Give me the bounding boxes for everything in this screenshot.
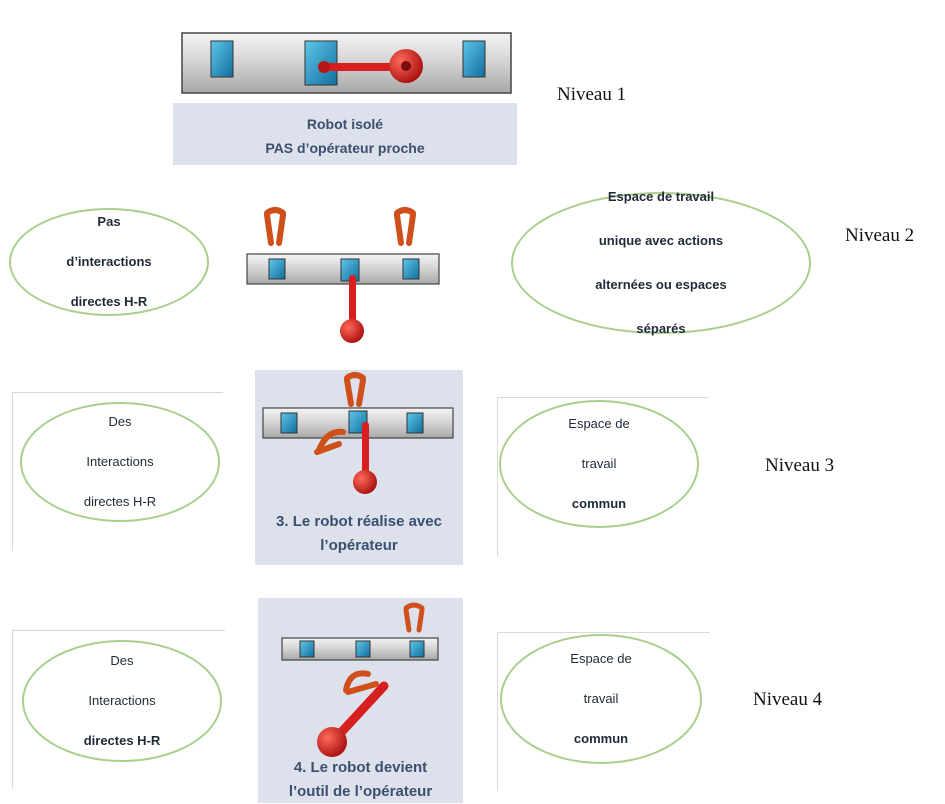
level4-right-frame bbox=[497, 632, 710, 791]
ellipse-line: Des bbox=[110, 653, 134, 668]
operator-hands-icon bbox=[394, 207, 416, 246]
station-icon bbox=[409, 640, 425, 658]
level4-caption: 4. Le robot devient l’outil de l’opérate… bbox=[288, 759, 433, 800]
ellipse-line: Espace de travail bbox=[607, 189, 715, 204]
robot-arm-icon bbox=[318, 49, 423, 83]
level3-right-frame bbox=[497, 397, 708, 556]
ellipse-line: Pas bbox=[97, 214, 121, 229]
workstation-bar-icon bbox=[181, 32, 512, 94]
level2-label: Niveau 2 bbox=[845, 225, 915, 246]
level4-left-ellipse: Des Interactions directes H-R bbox=[22, 640, 222, 762]
ellipse-line: Des bbox=[108, 414, 132, 429]
ellipse-line: Interactions bbox=[86, 454, 154, 469]
robot-arm-icon bbox=[317, 681, 389, 757]
level4-label: Niveau 4 bbox=[753, 689, 823, 710]
ellipse-line: unique avec actions bbox=[598, 233, 724, 248]
ellipse-line: commun bbox=[571, 496, 627, 511]
station-icon bbox=[462, 40, 486, 78]
level4-left-frame bbox=[12, 630, 225, 789]
level3-illustration bbox=[262, 372, 454, 494]
ellipse-line: directes H-R bbox=[83, 494, 157, 509]
ellipse-line: travail bbox=[581, 456, 617, 471]
ellipse-line: directes H-R bbox=[83, 733, 161, 748]
level3-right-ellipse: Espace de travail commun bbox=[499, 400, 699, 528]
operator-hands-icon bbox=[264, 207, 286, 246]
operator-hands-icon bbox=[314, 428, 346, 455]
ellipse-line: Espace de bbox=[568, 416, 630, 431]
ellipse-line: d’interactions bbox=[66, 254, 152, 269]
level3-label: Niveau 3 bbox=[765, 455, 835, 476]
level3-left-frame bbox=[12, 392, 223, 551]
level4-illustration bbox=[281, 602, 439, 757]
robot-arm-icon bbox=[353, 422, 377, 494]
operator-hands-icon bbox=[344, 372, 366, 407]
level1-label: Niveau 1 bbox=[557, 84, 627, 105]
level1-caption-bg bbox=[173, 103, 517, 165]
station-icon bbox=[210, 40, 234, 78]
ellipse-line: Espace de bbox=[570, 651, 632, 666]
station-icon bbox=[299, 640, 315, 658]
station-icon bbox=[406, 412, 424, 434]
level2-left-ellipse: Pas d’interactions directes H-R bbox=[9, 208, 209, 316]
level3-caption: 3. Le robot réalise avec l’opérateur bbox=[276, 513, 442, 554]
ellipse-line: directes H-R bbox=[70, 294, 148, 309]
station-icon bbox=[280, 412, 298, 434]
station-icon bbox=[355, 640, 371, 658]
operator-hands-icon bbox=[343, 670, 379, 695]
level1-caption: Robot isolé PAS d’opérateur proche bbox=[265, 116, 425, 156]
ellipse-line: séparés bbox=[636, 321, 686, 336]
ellipse-line: commun bbox=[573, 731, 629, 746]
level2-illustration bbox=[246, 207, 440, 343]
level1-illustration bbox=[181, 32, 512, 94]
operator-hands-icon bbox=[403, 602, 425, 633]
level2-right-ellipse: Espace de travail unique avec actions al… bbox=[511, 189, 811, 336]
level4-right-ellipse: Espace de travail commun bbox=[500, 634, 702, 764]
ellipse-line: alternées ou espaces bbox=[595, 277, 727, 292]
station-icon bbox=[268, 258, 286, 280]
level4-panel bbox=[258, 598, 463, 803]
station-icon bbox=[402, 258, 420, 280]
robot-arm-icon bbox=[340, 275, 364, 343]
level3-left-ellipse: Des Interactions directes H-R bbox=[20, 402, 220, 522]
ellipse-line: Interactions bbox=[88, 693, 156, 708]
ellipse-line: travail bbox=[583, 691, 619, 706]
